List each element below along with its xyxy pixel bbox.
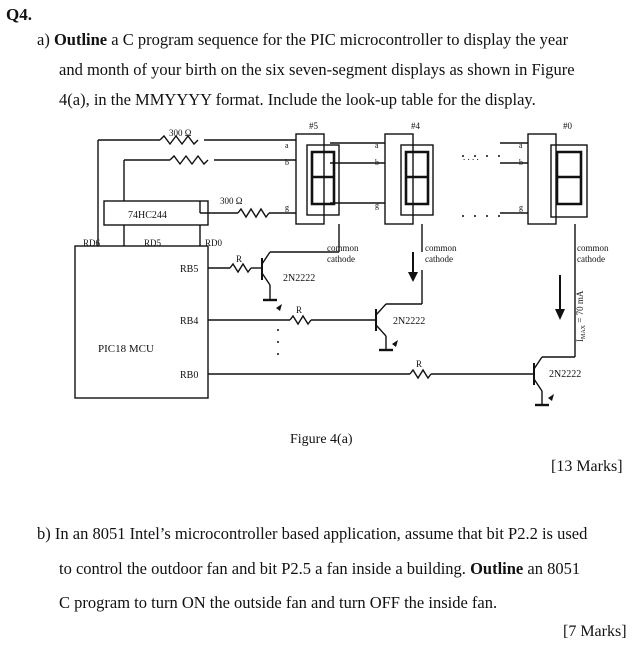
pin-rb4-label: RB4 bbox=[180, 316, 198, 327]
part-b-line-3: C program to turn ON the outside fan and… bbox=[59, 593, 498, 612]
pic18-mcu-box bbox=[74, 245, 209, 399]
part-a-line-1: a) Outline a C program sequence for the … bbox=[37, 30, 569, 49]
transistor-label-2: 2N2222 bbox=[393, 316, 425, 327]
resistor-300-mid bbox=[237, 207, 270, 219]
part-b-line-2: to control the outdoor fan and bit P2.5 … bbox=[59, 559, 581, 578]
resistor-top-label: 300 Ω bbox=[169, 128, 192, 138]
ellipsis-top: . . . . bbox=[463, 152, 479, 162]
cathode-label-0: cathode bbox=[577, 254, 605, 264]
pin-rd5-label: RD5 bbox=[144, 238, 162, 248]
part-a-marks: [13 Marks] bbox=[551, 458, 623, 475]
part-b-line-2-end: an 8051 bbox=[523, 559, 581, 578]
seg-g-label-4: g bbox=[375, 201, 379, 210]
seg-a-label-0: a bbox=[519, 141, 523, 150]
resistor-r-label-1: R bbox=[236, 254, 242, 264]
part-a-outline-keyword: Outline bbox=[53, 30, 108, 49]
resistor-r-label-3: R bbox=[416, 359, 422, 369]
resistor-mid-label: 300 Ω bbox=[220, 196, 243, 206]
seg-b-label-4: b bbox=[375, 158, 379, 167]
cathode-label-5: cathode bbox=[327, 254, 355, 264]
seg-g-label-5: g bbox=[285, 203, 289, 212]
digit-0-label: #0 bbox=[563, 121, 573, 131]
pin-rd0-label: RD0 bbox=[205, 238, 223, 248]
resistor-r-label-2: R bbox=[296, 305, 302, 315]
imax-annotation: IMAX = 70 mA bbox=[575, 290, 587, 342]
cathode-label-4: cathode bbox=[425, 254, 453, 264]
svg-text:IMAX = 70 mA: IMAX = 70 mA bbox=[575, 290, 587, 342]
buffer-label: 74HC244 bbox=[128, 210, 167, 221]
seg-b-label-0: b bbox=[519, 158, 523, 167]
seg-a-label-5: a bbox=[285, 141, 289, 150]
part-a-line-1-text: a C program sequence for the PIC microco… bbox=[107, 30, 569, 49]
seg-a-label-4: a bbox=[375, 141, 379, 150]
part-a-line-3: 4(a), in the MMYYYY format. Include the … bbox=[59, 90, 536, 109]
common-label-4: common bbox=[425, 243, 457, 253]
part-a-label: a) bbox=[37, 30, 54, 49]
display-0-body bbox=[550, 144, 588, 218]
mcu-label: PIC18 MCU bbox=[98, 343, 154, 355]
transistor-label-1: 2N2222 bbox=[283, 273, 315, 284]
part-b-marks: [7 Marks] bbox=[563, 623, 627, 640]
part-b-outline-keyword: Outline bbox=[470, 559, 524, 578]
part-a-line-2: and month of your birth on the six seven… bbox=[59, 60, 575, 79]
common-label-0: common bbox=[577, 243, 609, 253]
seg-b-label-5: b bbox=[285, 158, 289, 167]
seg-g-label-0: g bbox=[519, 203, 523, 212]
resistor-300-top-2 bbox=[169, 154, 209, 166]
transistor-label-3: 2N2222 bbox=[549, 369, 581, 380]
part-b-line-1: b) In an 8051 Intel’s microcontroller ba… bbox=[37, 524, 588, 543]
pin-rb5-label: RB5 bbox=[180, 264, 198, 275]
digit-4-label: #4 bbox=[411, 121, 421, 131]
digit-5-label: #5 bbox=[309, 121, 319, 131]
question-number: Q4. bbox=[6, 5, 32, 24]
resistor-300-top bbox=[159, 134, 199, 146]
pin-rd6-label: RD6 bbox=[83, 238, 101, 248]
common-label-5: common bbox=[327, 243, 359, 253]
pin-rb0-label: RB0 bbox=[180, 370, 198, 381]
display-4-body bbox=[400, 144, 434, 216]
display-5-body bbox=[306, 144, 340, 216]
figure-caption: Figure 4(a) bbox=[290, 432, 353, 447]
part-b-line-2-text: to control the outdoor fan and bit P2.5 … bbox=[59, 559, 471, 578]
